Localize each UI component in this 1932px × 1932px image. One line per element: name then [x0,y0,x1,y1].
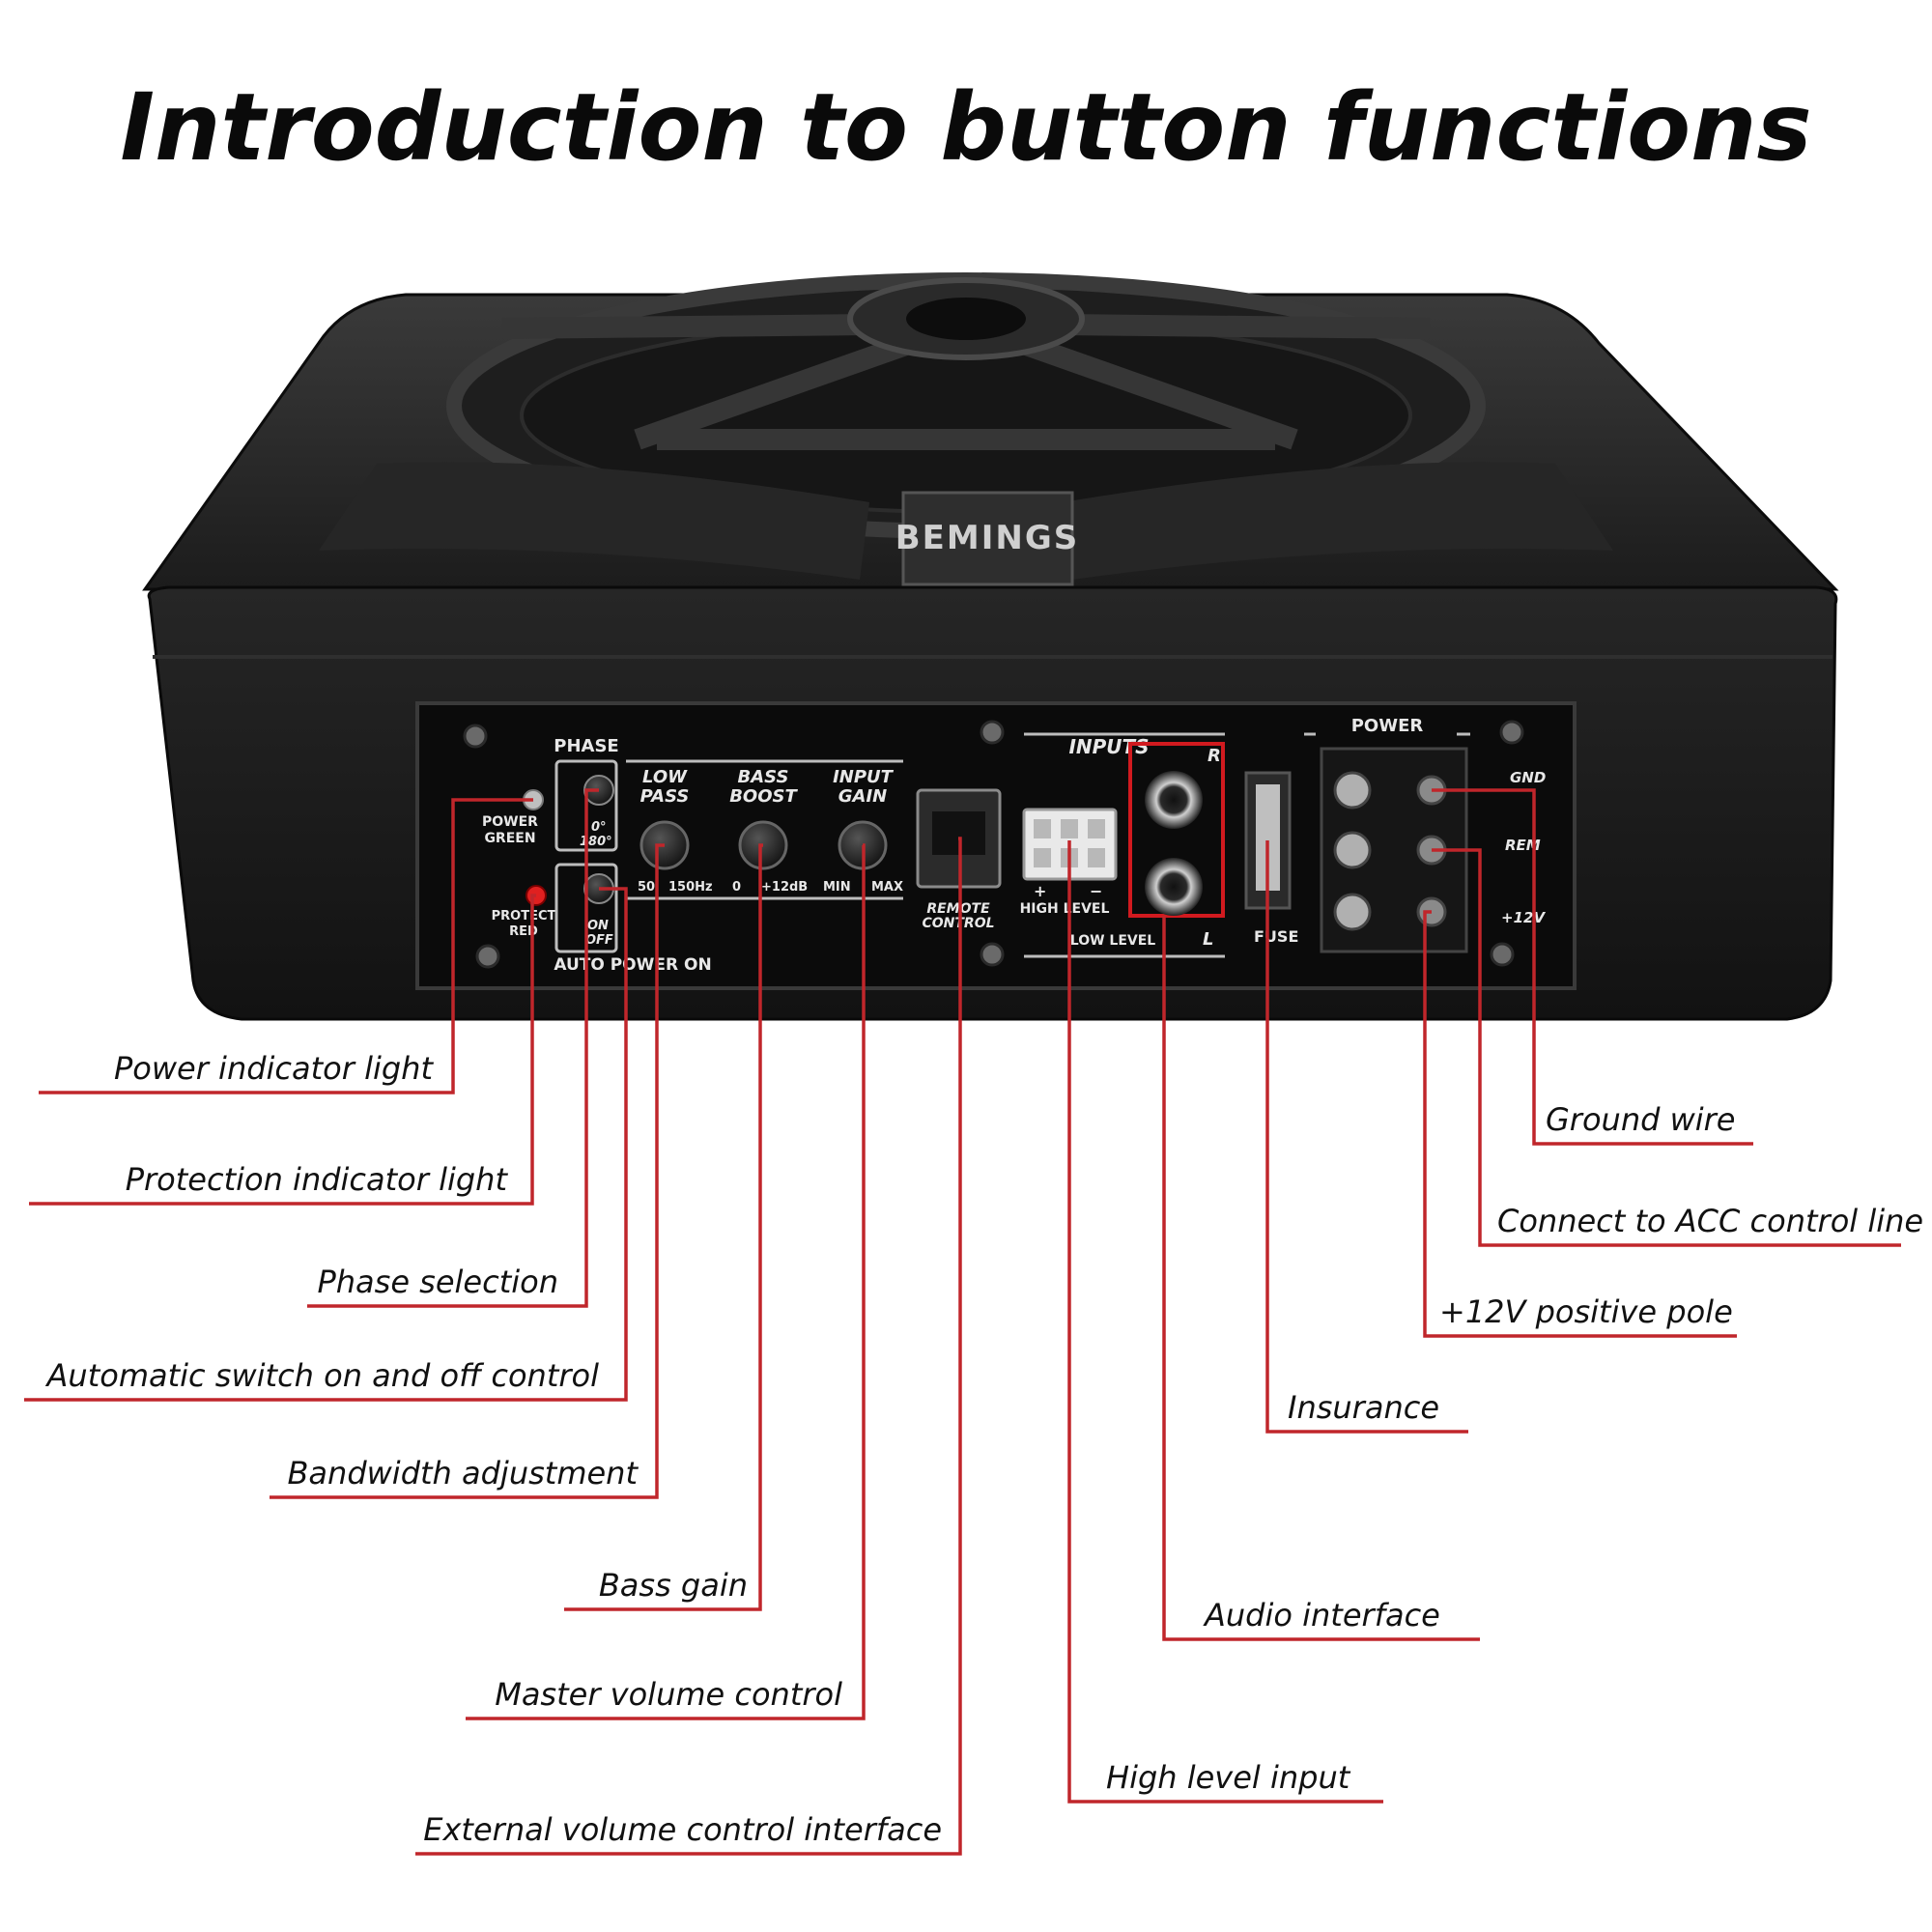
callout-bass-gain: Bass gain [599,1567,748,1604]
leader-ground-wire [1432,788,1753,1146]
power-label: POWER [482,814,538,830]
callout-master-volume: Master volume control [495,1676,842,1713]
leader-external-volume [415,837,962,1856]
rca-jack-left[interactable] [1145,858,1203,916]
leader-insurance [1265,840,1468,1434]
high-level-label: HIGH LEVEL [1020,901,1110,917]
rca-jack-right[interactable] [1145,771,1203,829]
on-label: ON [587,919,609,933]
callout-bandwidth: Bandwidth adjustment [287,1455,639,1492]
leader-acc-control [1432,848,1901,1247]
low-pass-label-1: LOW [642,767,688,787]
panel-screws [463,720,1524,969]
leader-power-indicator [39,798,533,1094]
rib-left [319,462,869,580]
rca-l-label: L [1203,929,1213,950]
brand-badge [901,491,1074,586]
callout-insurance: Insurance [1288,1389,1439,1426]
rib-right [1063,462,1613,580]
remote-label-1: REMOTE [926,901,990,917]
callout-protection-indicator: Protection indicator light [126,1161,509,1198]
page-title: Introduction to button functions [120,73,1811,182]
leader-auto-switch [24,887,628,1402]
terminal-12v-screw[interactable] [1333,893,1372,931]
input-gain-label-1: INPUT [833,767,895,787]
input-gain-label-2: GAIN [838,786,887,807]
high-level-minus: − [1090,882,1102,900]
inputs-label: INPUTS [1068,735,1149,758]
low-pass-min: 50 [638,880,655,895]
v12-label: +12V [1501,909,1546,926]
callout-12v-positive: +12V positive pole [1439,1293,1733,1330]
callout-audio-interface: Audio interface [1203,1597,1440,1634]
input-gain-min: MIN [823,880,851,895]
phase-180-label: 180° [580,835,612,849]
input-gain-max: MAX [871,880,903,895]
gnd-label: GND [1510,769,1546,786]
terminal-gnd-screw[interactable] [1333,771,1372,810]
leader-lines-left [24,788,962,1856]
phase-0-label: 0° [591,820,607,835]
low-pass-max: 150Hz [668,880,713,895]
high-level-plus: + [1034,882,1046,900]
brand-name: BEMINGS [895,519,1079,557]
leader-bass-gain [564,843,763,1611]
fuse-label: FUSE [1254,927,1298,946]
green-label: GREEN [484,831,535,846]
off-label: OFF [585,933,613,948]
auto-power-on-label: AUTO POWER ON [554,955,711,975]
bass-boost-max: +12dB [761,880,808,895]
callout-labels-left: Power indicator light Protection indicat… [45,1050,942,1848]
bass-boost-min: 0 [732,880,741,895]
audio-interface-highlight [1128,742,1225,918]
center-port-inner [906,298,1026,340]
leader-lines-right [1067,788,1901,1804]
rca-r-label: R [1208,746,1221,766]
rem-label: REM [1505,837,1541,854]
leader-high-level-input [1067,840,1383,1804]
leader-master-volume [466,843,866,1720]
callout-acc-control: Connect to ACC control line [1497,1203,1923,1239]
phase-label: PHASE [554,736,618,756]
callout-auto-switch: Automatic switch on and off control [45,1357,600,1394]
leader-bandwidth [270,843,665,1499]
leader-phase-selection [307,788,599,1308]
bass-boost-label-2: BOOST [729,786,798,807]
power-terminal-label: POWER [1351,716,1424,736]
low-level-label: LOW LEVEL [1070,933,1156,949]
remote-label-2: CONTROL [922,916,994,931]
leader-audio-interface [1162,916,1480,1641]
terminal-rem-screw[interactable] [1333,831,1372,869]
bass-boost-label-1: BASS [738,767,789,787]
callout-power-indicator: Power indicator light [114,1050,434,1087]
subwoofer-device: BEMINGS POWER GREEN PROTECT RED PHASE 0°… [142,272,1839,1021]
leader-protection-indicator [29,894,536,1206]
callout-ground-wire: Ground wire [1546,1101,1735,1138]
callout-high-level-input: High level input [1106,1759,1351,1796]
callout-external-volume: External volume control interface [423,1811,942,1848]
low-pass-label-2: PASS [640,786,690,807]
protect-label: PROTECT [492,909,556,923]
callout-labels-right: Ground wire Connect to ACC control line … [1106,1101,1923,1796]
leader-12v-positive [1423,910,1737,1338]
callout-phase-selection: Phase selection [317,1264,558,1300]
